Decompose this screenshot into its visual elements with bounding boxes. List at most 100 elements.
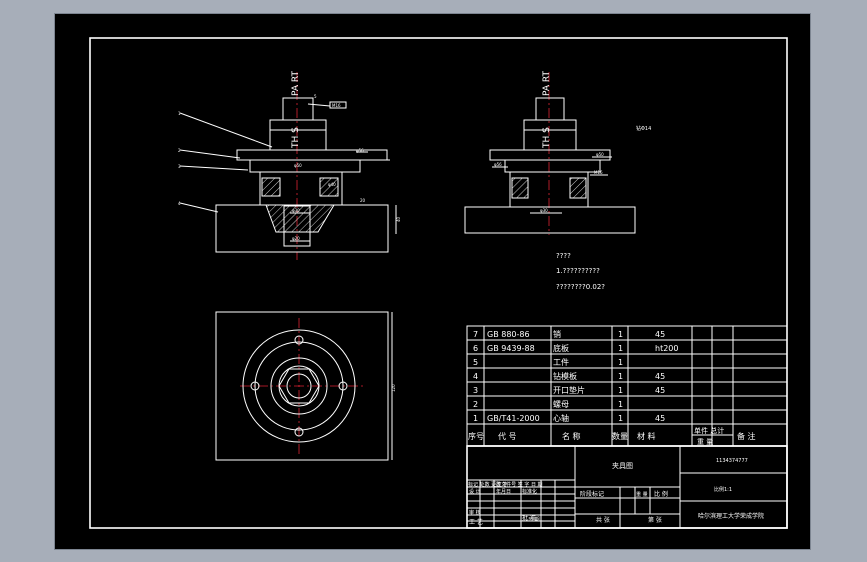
side-note-label: 钻Φ14: [636, 125, 651, 132]
parts-row-1-code: GB/T41-2000: [487, 414, 540, 423]
parts-row-6-qty: 1: [618, 344, 623, 353]
parts-row-5-qty: 1: [618, 358, 623, 367]
parts-row-1-qty: 1: [618, 414, 623, 423]
side-base-plate: [464, 206, 636, 234]
front-balloon-1: 1: [178, 111, 181, 116]
cad-viewport[interactable]: [55, 14, 810, 549]
title-ratio: 比 例: [654, 490, 668, 498]
title-sheet-total: 共 张: [596, 516, 610, 524]
front-section-view: [179, 72, 397, 260]
side-section-view: [464, 72, 636, 235]
plan-view: [215, 311, 393, 461]
side-dim-3: M16: [594, 170, 603, 175]
tech-req-line2: ????????0.02?: [556, 283, 605, 291]
parts-table-rows: 7 GB 880-86 销 1 45 6 GB 9439-88 底板 1 ht200 5 工件 1 4 钻模…: [473, 329, 678, 423]
parts-header-code: 代 号: [498, 431, 517, 441]
front-bushing: [283, 205, 311, 247]
front-dim-5: φ30: [292, 208, 300, 213]
parts-row-3-material: 45: [655, 386, 665, 395]
title-check: 审 核: [469, 509, 481, 516]
side-vertical-text: PA RT: [542, 71, 552, 96]
front-balloon-5: 5: [314, 94, 317, 99]
parts-row-6-no: 6: [473, 344, 478, 353]
title-school: 哈尔滨理工大学荣成学院: [698, 512, 764, 520]
front-vertical-text-2: TH S: [291, 127, 301, 149]
parts-header-unit-total: 单件 总计: [694, 426, 724, 435]
plan-pin-hole-right: [338, 381, 348, 391]
front-dim-1: M16: [332, 103, 341, 108]
title-std: 标准化: [522, 488, 537, 495]
parts-header-material: 材 料: [637, 431, 656, 441]
side-dim-2: φ50: [596, 152, 604, 157]
front-balloon-2: 2: [178, 148, 181, 153]
tech-req-line1: 1.??????????: [556, 267, 600, 275]
parts-header-no: 序号: [468, 431, 484, 441]
side-dim-4: φ30: [540, 208, 548, 213]
plan-pin-hole-left: [250, 381, 260, 391]
side-vertical-text-2: TH S: [542, 127, 552, 149]
parts-row-4-qty: 1: [618, 372, 623, 381]
parts-header-name: 名 称: [562, 431, 581, 441]
parts-row-5-name: 工件: [553, 357, 569, 367]
parts-row-1-name: 心轴: [553, 413, 569, 423]
title-date: 日 期: [528, 517, 540, 523]
parts-row-4-material: 45: [655, 372, 665, 381]
title-name: 夹具图: [612, 461, 633, 470]
parts-row-3-no: 3: [473, 386, 478, 395]
front-balloon-4: 4: [178, 201, 181, 206]
parts-row-4-no: 4: [473, 372, 478, 381]
front-dim-8: 20: [360, 198, 366, 203]
parts-row-7-qty: 1: [618, 330, 623, 339]
parts-row-7-name: 销: [553, 329, 561, 339]
parts-row-6-code: GB 9439-88: [487, 344, 535, 353]
side-washer: [504, 159, 601, 173]
parts-header-qty: 数量: [612, 431, 628, 441]
front-dim-6: φ20: [292, 236, 300, 241]
title-marks: 标记 处数 更改文件号 签 字 日 期: [468, 481, 543, 488]
drawing-border: [89, 37, 788, 529]
side-drill-plate: [489, 149, 611, 161]
title-approve: 批 准: [522, 514, 536, 522]
title-craft: 工 艺: [469, 518, 483, 526]
side-mandrel: [535, 97, 565, 121]
plan-hex-nut: [278, 368, 320, 404]
tech-req-title: ????: [556, 252, 571, 260]
front-vertical-text: PA RT: [291, 71, 301, 96]
side-dim-1: φ56: [494, 162, 502, 167]
parts-row-3-name: 开口垫片: [553, 385, 585, 395]
parts-row-7-code: GB 880-86: [487, 330, 530, 339]
title-ymd: 年月日: [496, 488, 511, 495]
parts-row-5-no: 5: [473, 358, 478, 367]
parts-row-3-qty: 1: [618, 386, 623, 395]
parts-row-2-qty: 1: [618, 400, 623, 409]
parts-header-weight: 重 量: [697, 438, 713, 446]
front-dim-2: φ56: [356, 148, 364, 153]
front-mandrel: [282, 97, 314, 121]
parts-row-7-no: 7: [473, 330, 478, 339]
plan-dim: 120: [391, 384, 396, 392]
parts-row-4-name: 钻模板: [553, 371, 577, 381]
front-dim-7: 40: [396, 216, 401, 222]
title-sheet-no: 第 张: [648, 516, 662, 524]
parts-row-1-no: 1: [473, 414, 478, 423]
title-sign: 签 字: [496, 481, 508, 488]
parts-row-7-material: 45: [655, 330, 665, 339]
front-split-washer: [249, 159, 361, 173]
parts-header-remark: 备 注: [737, 431, 756, 441]
plan-pin-hole-bottom: [294, 427, 304, 437]
plan-base-plate: [215, 311, 389, 461]
front-dim-3: φ50: [294, 163, 302, 168]
parts-row-6-name: 底板: [553, 343, 569, 353]
title-stage: 阶段标记: [580, 490, 604, 498]
plan-pin-hole-top: [294, 335, 304, 345]
title-block: [466, 445, 788, 529]
title-weight: 重 量: [636, 491, 648, 498]
parts-row-2-no: 2: [473, 400, 478, 409]
parts-row-6-material: ht200: [655, 344, 678, 353]
title-drawing-no: 1134374777: [716, 458, 748, 464]
front-balloon-3: 3: [178, 164, 181, 169]
title-design: 设 计: [469, 488, 481, 495]
parts-row-1-material: 45: [655, 414, 665, 423]
parts-row-2-name: 螺母: [553, 399, 569, 409]
